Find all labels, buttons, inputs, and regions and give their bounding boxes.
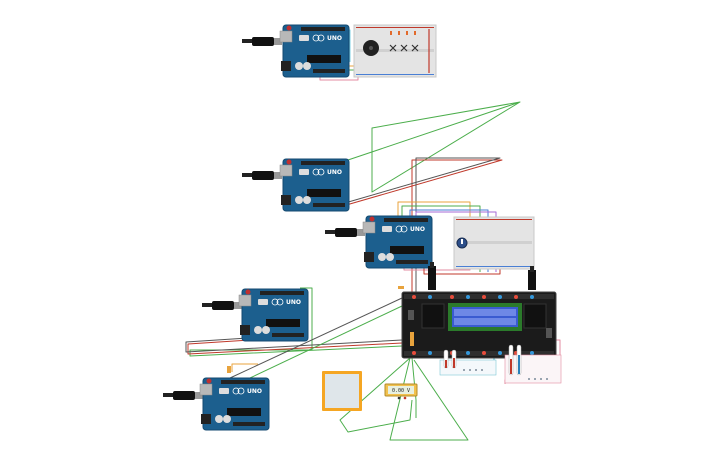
usb-cable[interactable] (202, 301, 242, 310)
led-matrix[interactable] (523, 303, 547, 329)
wire[interactable] (185, 337, 403, 353)
sensor-module[interactable] (439, 349, 497, 376)
wire[interactable] (187, 339, 403, 355)
wire[interactable] (249, 305, 403, 379)
wire[interactable] (389, 357, 469, 441)
wire[interactable] (411, 357, 417, 418)
usb-cables (163, 37, 365, 400)
force-sensor-pad[interactable] (322, 371, 362, 411)
board-model-label: UNO (247, 388, 262, 395)
pcb-board[interactable] (401, 291, 557, 359)
board-model-label: UNO (410, 226, 425, 233)
board-model-label: UNO (286, 299, 301, 306)
board-model-label: UNO (327, 169, 342, 176)
usb-cable[interactable] (163, 391, 203, 400)
resistor[interactable] (227, 286, 404, 373)
usb-cable[interactable] (242, 171, 282, 180)
arduino-board[interactable]: UNO (199, 377, 270, 431)
breadboard[interactable] (353, 24, 437, 78)
wire[interactable] (189, 287, 403, 357)
board-model-label: UNO (327, 35, 342, 42)
wire[interactable] (231, 363, 258, 372)
usb-cable[interactable] (242, 37, 282, 46)
arduino-board[interactable]: UNO (362, 215, 433, 269)
arduino-board[interactable]: UNO (279, 24, 350, 78)
led-matrix[interactable] (421, 303, 445, 329)
usb-cable[interactable] (325, 228, 365, 237)
arduino-board[interactable]: UNO (279, 158, 350, 212)
arduino-board[interactable]: UNO (238, 288, 309, 342)
multimeter-reading: 0.00 V (392, 388, 410, 394)
sensor-module[interactable] (504, 344, 562, 384)
usb-connector[interactable] (428, 262, 536, 290)
multimeter[interactable]: 0.00 V (384, 383, 418, 400)
wire[interactable] (347, 101, 521, 193)
breadboard[interactable] (453, 216, 535, 270)
wire[interactable] (229, 297, 403, 379)
wire[interactable] (339, 357, 413, 433)
led-icon[interactable] (389, 44, 419, 52)
